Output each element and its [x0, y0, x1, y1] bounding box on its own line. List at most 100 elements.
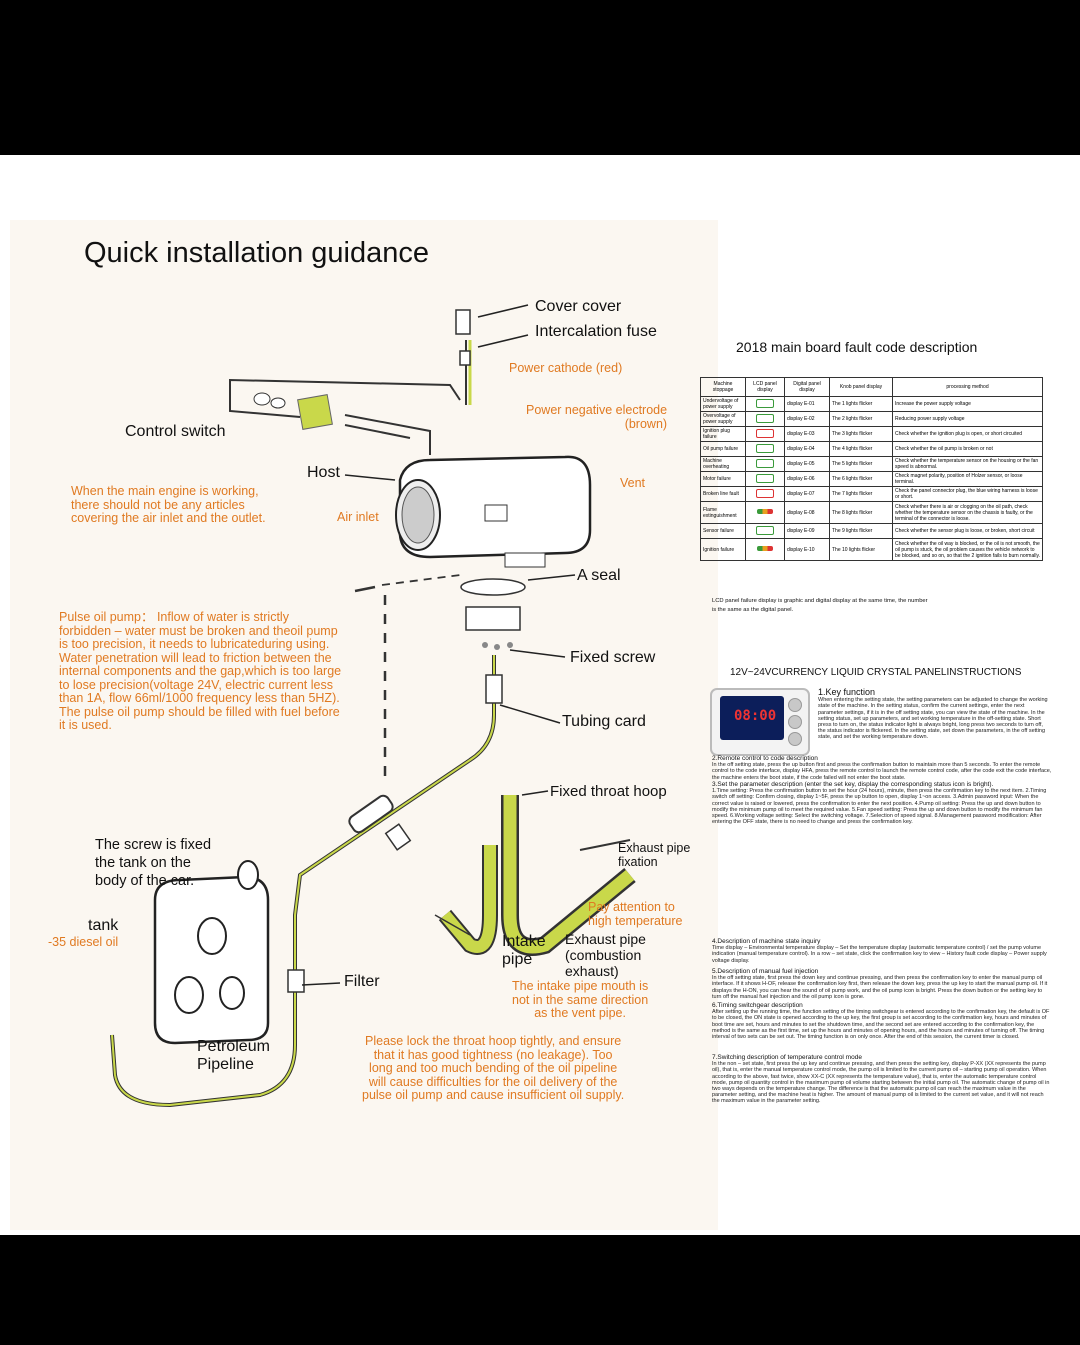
lcd-icon-cell — [745, 501, 785, 524]
table-cell: Check magnet polarity, position of Holze… — [892, 471, 1043, 487]
section-heading: 3.Set the parameter description (enter t… — [712, 781, 994, 788]
fault-header-cell: Knob panel display — [829, 377, 893, 397]
table-cell: display E-02 — [784, 411, 830, 427]
table-cell: The 10 lights flicker — [829, 538, 893, 561]
label-vent: Vent — [620, 476, 646, 490]
sensor-icon — [756, 525, 774, 535]
table-cell: Check whether the oil pump is broken or … — [892, 441, 1043, 457]
table-cell: display E-05 — [784, 456, 830, 472]
plug-icon — [756, 428, 774, 438]
label-exhaust-pipe: Exhaust pipe (combustion exhaust) — [565, 931, 646, 979]
fault-note: LCD panel failure display is graphic and… — [712, 598, 928, 613]
lcd-icon-cell — [745, 523, 785, 539]
lcd-screen: 08:00 — [720, 696, 784, 740]
label-cover-cover: Cover cover — [535, 298, 622, 315]
label-exhaust-fixation: Exhaust pipe fixation — [618, 841, 691, 869]
label-fixed-screw: Fixed screw — [570, 649, 656, 666]
page-title: Quick installation guidance — [84, 237, 429, 269]
pulse-pump-note: Pulse oil pump： Inflow of water is stric… — [59, 610, 342, 732]
label-power-cathode: Power cathode (red) — [509, 361, 623, 375]
table-cell: Flame extinguishment — [700, 501, 746, 524]
lcd-icon-cell — [745, 456, 785, 472]
lcd-icon-cell — [745, 441, 785, 457]
down-key-icon — [788, 732, 802, 746]
table-cell: The 1 lights flicker — [829, 396, 893, 412]
table-cell: display E-06 — [784, 471, 830, 487]
fault-header-cell: Digital panel display — [784, 377, 830, 397]
table-cell: The 7 lights flicker — [829, 486, 893, 502]
table-cell: display E-09 — [784, 523, 830, 539]
lcd-time-readout: 08:00 — [734, 708, 777, 724]
seal-icon — [460, 578, 526, 650]
label-tank: tank — [88, 917, 119, 934]
lcd-icon-cell — [745, 538, 785, 561]
table-cell: The 9 lights flicker — [829, 523, 893, 539]
installation-diagram — [110, 304, 636, 1108]
table-cell: Check whether there is air or clogging o… — [892, 501, 1043, 524]
control-switch-icon — [253, 392, 333, 430]
intake-mouth-note: The intake pipe mouth is not in the same… — [512, 979, 649, 1020]
label-intercalation-fuse: Intercalation fuse — [535, 323, 657, 340]
table-cell: Check whether the ignition plug is open,… — [892, 426, 1043, 442]
battery-icon — [756, 413, 774, 423]
fuse-icon — [455, 309, 471, 366]
table-cell: The 5 lights flicker — [829, 456, 893, 472]
label-filter: Filter — [344, 973, 380, 990]
section-heading: 7.Switching description of temperature c… — [712, 1054, 862, 1061]
section-text: In the off setting state, first press th… — [712, 975, 1048, 1000]
table-cell: Check whether the temperature sensor on … — [892, 456, 1043, 472]
label-control-switch: Control switch — [125, 423, 226, 440]
fault-header-cell: processing method — [892, 377, 1043, 397]
table-cell: Check the panel connector plug, the blue… — [892, 486, 1043, 502]
link-icon — [756, 488, 774, 498]
section-heading: 4.Description of machine state inquiry — [712, 938, 821, 945]
table-cell: display E-07 — [784, 486, 830, 502]
lcd-icon-cell — [745, 426, 785, 442]
table-cell: display E-01 — [784, 396, 830, 412]
main-engine-note: When the main engine is working, there s… — [71, 484, 266, 525]
table-cell: The 4 lights flicker — [829, 441, 893, 457]
fault-header-cell: Machine stoppage — [700, 377, 746, 397]
table-cell: Ignition failure — [700, 538, 746, 561]
table-cell: Overvoltage of power supply — [700, 411, 746, 427]
instruction-section: 7.Switching description of temperature c… — [712, 1054, 1052, 1105]
table-cell: display E-04 — [784, 441, 830, 457]
lcd-icon-cell — [745, 486, 785, 502]
section-text: When entering the setting state, the set… — [818, 697, 1048, 741]
fan-icon — [756, 473, 774, 483]
section-text: 1.Time setting: Press the confirmation b… — [712, 788, 1047, 826]
table-cell: The 8 lights flicker — [829, 501, 893, 524]
label-petroleum-pipeline: Petroleum Pipeline — [197, 1038, 270, 1073]
instructions-title: 12V~24VCURRENCY LIQUID CRYSTAL PANELINST… — [730, 667, 1022, 678]
table-cell: Oil pump failure — [700, 441, 746, 457]
lcd-icon-cell — [745, 471, 785, 487]
up-key-icon — [788, 698, 802, 712]
oil-pump-wire — [354, 574, 461, 785]
table-cell: Ignition plug failure — [700, 426, 746, 442]
confirm-key-icon — [788, 715, 802, 729]
heat-icon — [756, 458, 774, 468]
table-cell: Sensor failure — [700, 523, 746, 539]
fuel-tank-icon — [153, 860, 270, 1045]
label-tubing-card: Tubing card — [562, 713, 646, 730]
pump-icon — [756, 443, 774, 453]
section-heading: 1.Key function — [818, 687, 876, 697]
fault-header-cell: LCD panel display — [745, 377, 785, 397]
section-text: In the non – set state, first press the … — [712, 1061, 1050, 1105]
leader-lines — [301, 304, 576, 986]
